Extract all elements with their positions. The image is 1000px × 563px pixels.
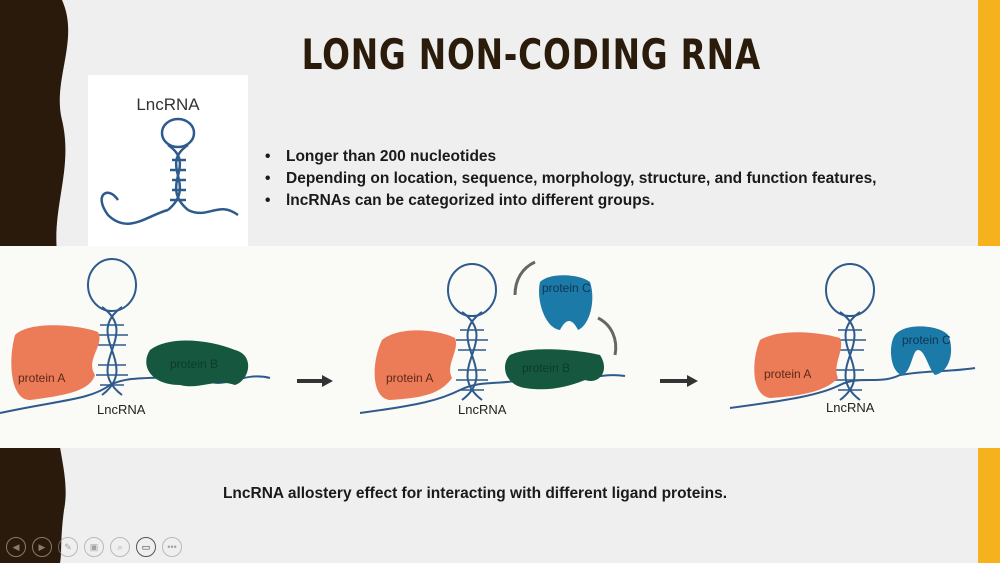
bullet-list: Longer than 200 nucleotides Depending on… [262,146,877,212]
protein-b-label: protein B [522,361,570,375]
rna-label: LncRNA [458,402,507,417]
illustration-label: LncRNA [136,95,200,114]
protein-b-label: protein B [170,357,218,371]
bullet-item: Longer than 200 nucleotides [262,146,877,168]
slideshow-controls: ◀ ▶ ✎ ▣ ⌕ ▭ ••• [6,537,182,557]
rna-label: LncRNA [97,402,146,417]
next-icon[interactable]: ▶ [32,537,52,557]
diagram-caption: LncRNA allostery effect for interacting … [222,485,728,502]
panel-3: protein A protein C LncRNA [729,263,976,415]
panel-1: protein A protein B LncRNA [0,258,271,417]
protein-c-label: protein C [902,333,951,347]
protein-a-label: protein A [386,371,433,385]
lncrna-illustration: LncRNA [88,75,248,247]
protein-c-label: protein C [542,281,591,295]
bullet-item: Depending on location, sequence, morphol… [262,168,877,190]
zoom-icon[interactable]: ⌕ [110,537,130,557]
more-icon[interactable]: ••• [162,537,182,557]
bullet-continuation: lncRNAs can be categorized into differen… [262,190,877,212]
allostery-diagram: protein A protein B LncRNA protein A pro… [0,246,1000,448]
slides-icon[interactable]: ▣ [84,537,104,557]
protein-a-label: protein A [18,371,65,385]
previous-icon[interactable]: ◀ [6,537,26,557]
display-icon[interactable]: ▭ [136,537,156,557]
slide-title: LONG NON-CODING RNA [301,30,761,79]
protein-a-label: protein A [764,367,811,381]
rna-label: LncRNA [826,400,875,415]
panel-2: protein A protein B protein C LncRNA [359,260,626,417]
lncrna-icon [100,117,239,225]
pen-icon[interactable]: ✎ [58,537,78,557]
